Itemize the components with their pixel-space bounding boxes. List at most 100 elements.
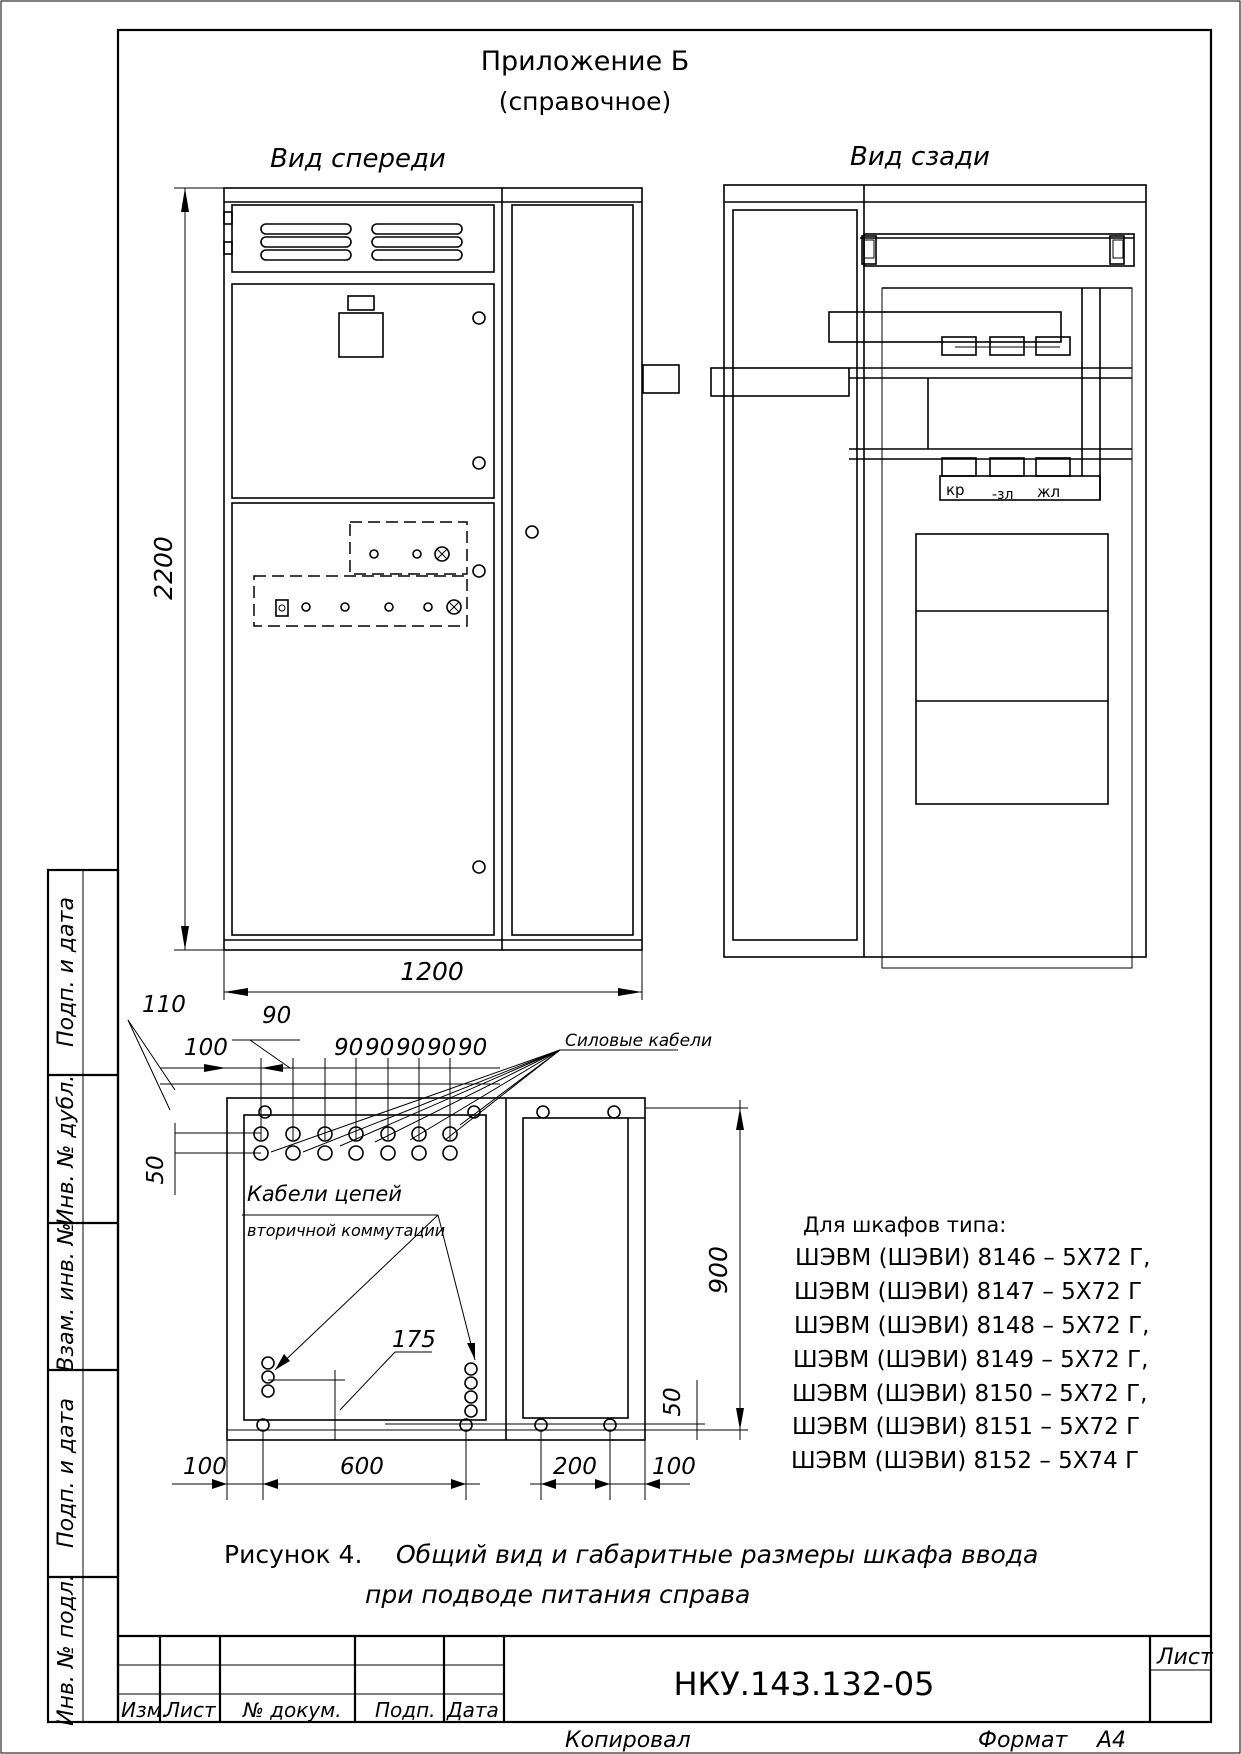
applicability-item: ШЭВМ (ШЭВИ) 8150 – 5Х72 Г, (792, 1381, 1147, 1407)
breaker-top (828, 311, 1062, 343)
format-label: Формат (978, 1728, 1068, 1753)
dim-100-bottom-left: 100 (183, 1454, 227, 1480)
dim-100-bottom-right: 100 (652, 1454, 696, 1480)
plan-right-compartment (522, 1117, 629, 1419)
indicator-lamp-icon (412, 549, 422, 559)
dim-100: 100 (184, 1035, 228, 1061)
dim-series-90-2: 90 (365, 1035, 394, 1061)
door-lock-icon (472, 860, 486, 874)
dim-series-90-4: 90 (427, 1035, 456, 1061)
dimension-height: 2200 (149, 187, 224, 951)
side-door (511, 204, 634, 936)
dim-series-90-1: 90 (334, 1035, 363, 1061)
height-value: 2200 (149, 536, 178, 600)
side-stamp: Подп. и дата Инв. № дубл. Взам. инв. № П… (46, 868, 120, 1726)
dim-50-right: 50 (660, 1387, 686, 1416)
front-cabinet-outline (223, 187, 643, 951)
terminals-lower (941, 457, 1071, 477)
breaker-frame (881, 287, 1133, 969)
door-lock-icon (472, 564, 486, 578)
document-code: НКУ.143.132-05 (673, 1665, 934, 1703)
stamp-cell-label: Взам. инв. № (54, 1222, 79, 1371)
applicability-header: Для шкафов типа: (803, 1213, 1006, 1237)
back-left-door (732, 209, 858, 941)
indicator-lamp-icon (301, 602, 311, 612)
applicability-item: ШЭВМ (ШЭВИ) 8152 – 5Х74 Г (791, 1448, 1139, 1474)
appendix-subtitle: (справочное) (499, 87, 672, 116)
dim-90: 90 (262, 1003, 291, 1029)
applicability-item: ШЭВМ (ШЭВИ) 8148 – 5Х72 Г, (794, 1313, 1149, 1339)
cable-entry-box (642, 364, 680, 394)
applicability-item: ШЭВМ (ШЭВИ) 8149 – 5Х72 Г, (793, 1347, 1148, 1373)
plan-dimensions: 110 100 90 90 90 90 90 90 50 900 (127, 992, 748, 1500)
switch-handle-top (347, 295, 375, 311)
applicability-item: ШЭВМ (ШЭВИ) 8146 – 5Х72 Г, (795, 1245, 1150, 1271)
dim-series-90-3: 90 (396, 1035, 425, 1061)
figure-caption-line1: Общий вид и габаритные размеры шкафа вво… (396, 1540, 1038, 1569)
plan-left-compartment (243, 1114, 487, 1421)
phase-label-zhl: жл (1037, 483, 1060, 501)
terminals-upper (941, 336, 1071, 356)
indicator-lamp-icon (384, 602, 394, 612)
title-col-label: Дата (446, 1698, 499, 1722)
title-col-label: № докум. (242, 1698, 342, 1722)
selector-icon (275, 599, 289, 617)
secondary-cable-holes (261, 1356, 478, 1418)
phase-label-zl: -зл (992, 487, 1013, 503)
applicability-item: ШЭВМ (ШЭВИ) 8147 – 5Х72 Г (794, 1279, 1142, 1305)
door-lock-icon (525, 525, 539, 539)
indicator-lamp-icon (423, 602, 433, 612)
vent-panel (231, 204, 495, 273)
applicability-list: Для шкафов типа: ШЭВМ (ШЭВИ) 8146 – 5Х72… (791, 1213, 1150, 1474)
title-col-label: Лист (164, 1698, 217, 1722)
plan-view: Силовые кабели Кабели цепей вторичной ко… (226, 1031, 712, 1441)
indicator-group-upper (349, 521, 468, 575)
upper-door (231, 283, 495, 499)
vent-louvers-right (371, 223, 463, 261)
button-x-icon (434, 546, 450, 562)
door-lock-icon (472, 311, 486, 325)
stamp-cell-label: Подп. и дата (54, 897, 79, 1047)
applicability-item: ШЭВМ (ШЭВИ) 8151 – 5Х72 Г (792, 1414, 1140, 1440)
back-cabinet-outline (723, 184, 1147, 958)
back-view-title: Вид сзади (850, 142, 990, 172)
phase-label-kr: кр (946, 481, 965, 499)
switch-handle (338, 312, 384, 358)
figure-number: Рисунок 4. (224, 1540, 362, 1569)
sheet-label: Лист (1156, 1645, 1214, 1670)
indicator-group-lower (253, 575, 468, 627)
button-x-icon (446, 599, 462, 615)
plan-outline (226, 1097, 646, 1441)
dimension-width: 1200 (223, 950, 643, 1000)
format-value: А4 (1095, 1728, 1126, 1753)
copied-label: Копировал (565, 1728, 691, 1753)
module-stack (915, 533, 1109, 805)
vent-louvers-left (260, 223, 352, 261)
indicator-lamp-icon (369, 549, 379, 559)
dim-600: 600 (340, 1454, 384, 1480)
dim-110: 110 (142, 992, 186, 1018)
title-col-label: Изм. (121, 1698, 168, 1722)
dim-series-90-5: 90 (458, 1035, 487, 1061)
front-view-title: Вид спереди (270, 144, 446, 174)
power-cables-label: Силовые кабели (565, 1031, 712, 1051)
bus-rail-horizontal (710, 367, 850, 397)
power-cables-leaders (270, 1049, 678, 1153)
stamp-cell-label: Инв. № подл. (54, 1574, 79, 1726)
appendix-title: Приложение Б (481, 46, 690, 77)
secondary-cables-label-1: Кабели цепей (247, 1182, 402, 1206)
front-view (223, 187, 680, 951)
stamp-cell-label: Подп. и дата (54, 1398, 79, 1548)
back-view: кр -зл жл (710, 184, 1147, 969)
indicator-lamp-icon (340, 602, 350, 612)
door-lock-icon (472, 456, 486, 470)
secondary-cables-label-2: вторичной коммутации (247, 1221, 445, 1240)
width-value: 1200 (400, 957, 464, 986)
stamp-cell-label: Инв. № дубл. (54, 1075, 79, 1226)
title-col-label: Подп. (375, 1698, 436, 1722)
dim-900: 900 (704, 1246, 733, 1294)
lower-door (231, 502, 495, 936)
dim-175: 175 (392, 1327, 436, 1353)
